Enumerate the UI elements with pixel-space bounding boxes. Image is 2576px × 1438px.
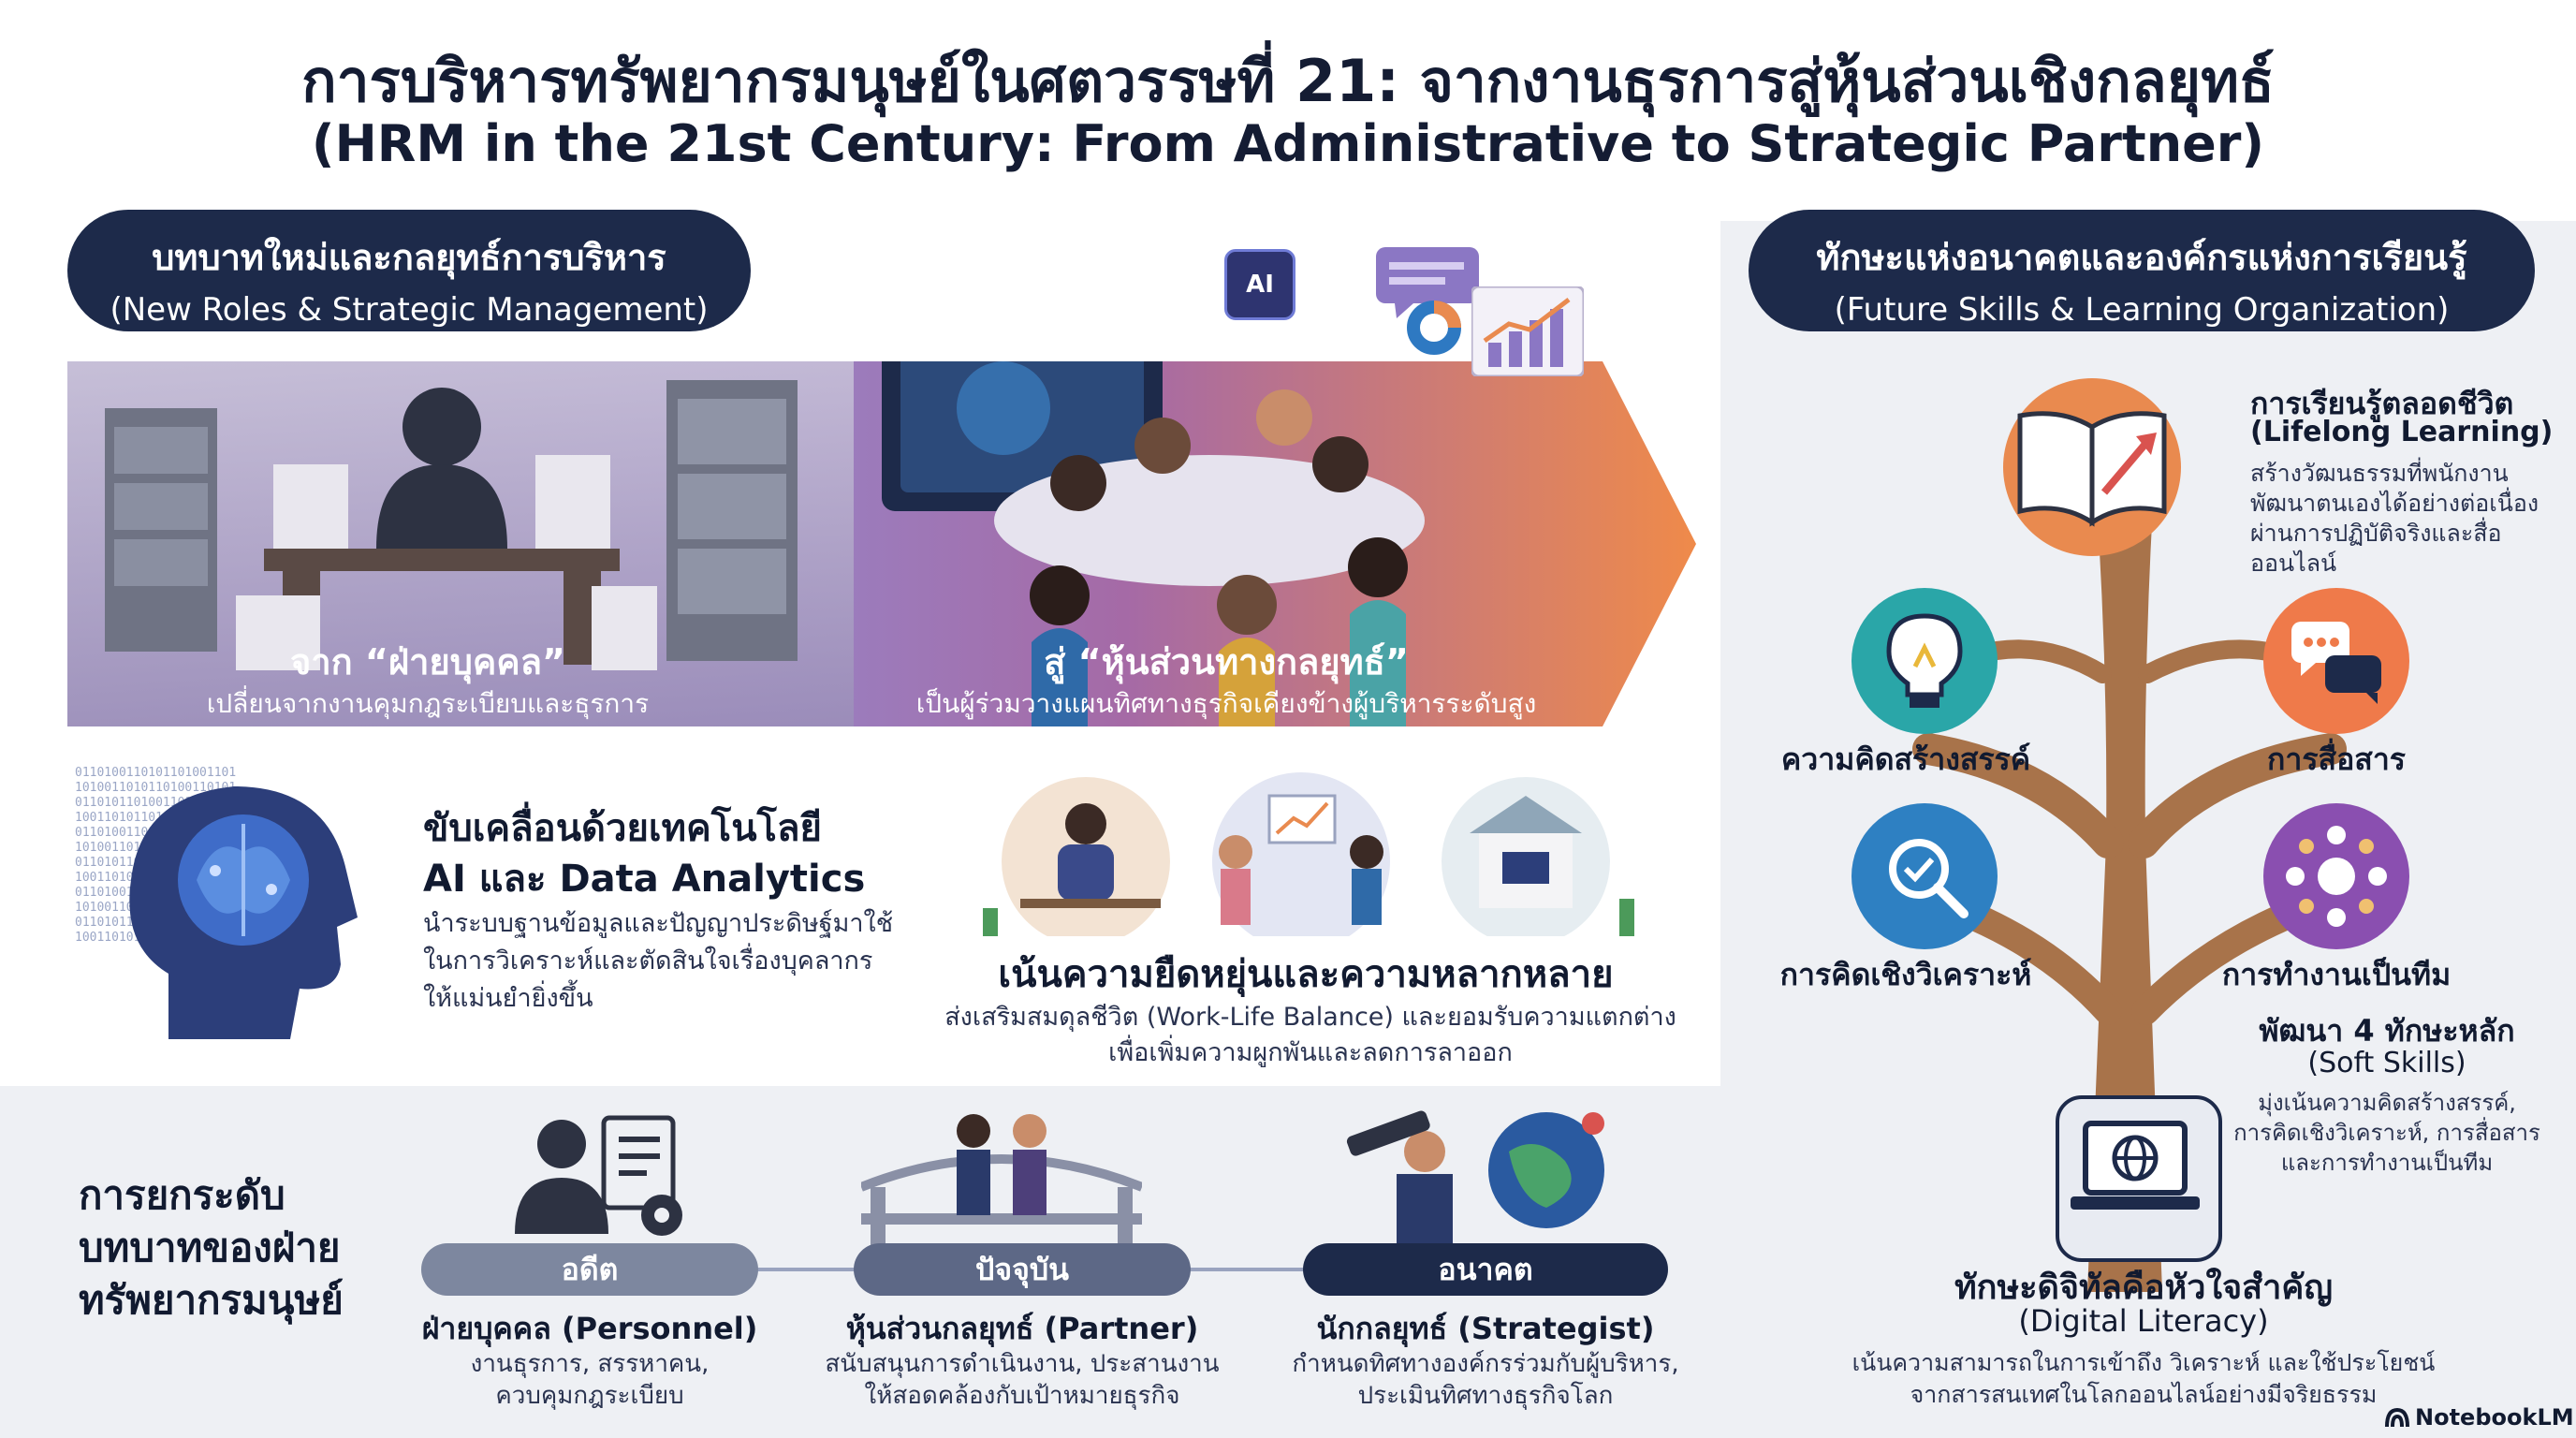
stage-present-name: หุ้นส่วนกลยุทธ์ (Partner) [845,1311,1199,1346]
lifelong-learning-title-th: การเรียนรู้ตลอดชีวิต [2250,386,2514,421]
stage-future-desc2: ประเมินทิศทางธุรกิจโลก [1357,1382,1614,1410]
strategist-telescope-globe-icon [1346,1110,1604,1249]
tech-title-line2: AI และ Data Analytics [423,858,866,901]
evolution-heading-line3: ทรัพยากรมนุษย์ [79,1277,344,1323]
stage-future-pill: อนาคต [1303,1243,1668,1296]
team-network-icon [2286,826,2387,927]
communication-label: การสื่อสาร [2267,741,2406,777]
future-skills-pill-title: ทักษะแห่งอนาคตและองค์กรแห่งการเรียนรู้ [1816,237,2467,278]
stage-future-desc1: กำหนดทิศทางองค์กรร่วมกับผู้บริหาร, [1292,1350,1679,1378]
new-roles-pill-subtitle: (New Roles & Strategic Management) [110,291,709,329]
evolution-heading-line1: การยกระดับ [79,1172,285,1218]
digital-literacy-desc-line2: จากสารสนเทศในโลกออนไลน์อย่างมีจริยธรรม [1910,1381,2378,1408]
evolution-heading-line2: บทบาทของฝ่าย [79,1225,341,1270]
stage-future-name: นักกลยุทธ์ (Strategist) [1316,1311,1655,1346]
tech-desc-line1: นำระบบฐานข้อมูลและปัญญาประดิษฐ์มาใช้ [423,909,894,938]
tech-desc-line3: ให้แม่นยำยิ่งขึ้น [423,984,593,1013]
laptop-globe-icon [2071,1121,2200,1210]
stage-present-label: ปัจจุบัน [975,1252,1069,1287]
digital-literacy-title-en: (Digital Literacy) [2018,1303,2269,1339]
flexibility-desc-line2: เพื่อเพิ่มความผูกพันและลดการลาออก [1108,1038,1513,1067]
digital-literacy-title-th: ทักษะดิจิทัลคือหัวใจสำคัญ [1954,1269,2334,1307]
donut-chart-icon [1407,301,1461,355]
soft-skills-desc-line3: และการทำงานเป็นทีม [2280,1150,2494,1176]
strategy-meeting-illustration [882,361,1425,726]
tech-title-line1: ขับเคลื่อนด้วยเทคโนโลยี [423,807,822,850]
flexibility-desc-line1: ส่งเสริมสมดุลชีวิต (Work-Life Balance) แ… [944,1003,1676,1032]
stage-past-name: ฝ่ายบุคคล (Personnel) [421,1311,758,1346]
lifelong-desc-line2: พัฒนาตนเองได้อย่างต่อเนื่อง [2250,490,2539,517]
tech-desc-line2: ในการวิเคราะห์และตัดสินใจเรื่องบุคลากร [423,946,873,976]
stage-past-label: อดีต [561,1252,619,1287]
notebooklm-brand-text: NotebookLM [2415,1404,2574,1431]
soft-skills-title-en: (Soft Skills) [2307,1047,2466,1079]
notebooklm-watermark: NotebookLM [2385,1404,2574,1432]
paperwork-office-illustration [105,380,798,670]
soft-skills-title-th: พัฒนา 4 ทักษะหลัก [2259,1013,2515,1049]
transformation-banner [67,361,1696,726]
creativity-label: ความคิดสร้างสรรค์ [1780,741,2031,777]
future-skills-pill-subtitle: (Future Skills & Learning Organization) [1834,291,2450,329]
lightbulb-icon [1886,613,1963,708]
ai-brain-head-icon [129,786,358,1039]
lifelong-desc-line3: ผ่านการปฏิบัติจริงและสื่อ [2250,520,2502,547]
from-personnel-desc: เปลี่ยนจากงานคุมกฎระเบียบและธุรการ [206,688,650,719]
new-roles-pill-title: บทบาทใหม่และกลยุทธ์การบริหาร [152,237,666,278]
ai-chip-icon: AI [1224,249,1295,320]
stage-past-desc1: งานธุรการ, สรรหาคน, [470,1350,710,1378]
growth-chart-icon [1471,286,1584,376]
new-roles-pill: บทบาทใหม่และกลยุทธ์การบริหาร (New Roles … [67,210,751,331]
page-subtitle: (HRM in the 21st Century: From Administr… [311,114,2265,173]
from-personnel-title: จาก “ฝ่ายบุคคล” [290,641,565,682]
lifelong-desc-line1: สร้างวัฒนธรรมที่พนักงาน [2250,460,2509,487]
lifelong-desc-line4: ออนไลน์ [2250,550,2337,577]
soft-skills-desc-line2: การคิดเชิงวิเคราะห์, การสื่อสาร [2233,1120,2540,1146]
teamwork-label: การทำงานเป็นทีม [2221,957,2452,992]
analytical-thinking-label: การคิดเชิงวิเคราะห์ [1779,957,2032,992]
future-skills-pill: ทักษะแห่งอนาคตและองค์กรแห่งการเรียนรู้ (… [1749,210,2535,331]
stage-past-pill: อดีต [421,1243,758,1296]
flexibility-diversity-title: เน้นความยืดหยุ่นและความหลากหลาย [998,953,1614,996]
open-book-icon [2017,411,2167,527]
stage-present-desc2: ให้สอดคล้องกับเป้าหมายธุรกิจ [864,1382,1180,1410]
analytical-thinking-node [1852,803,1998,949]
stage-present-desc1: สนับสนุนการดำเนินงาน, ประสานงาน [825,1350,1220,1378]
magnifier-gear-icon [1889,839,1969,918]
stage-present-pill: ปัจจุบัน [854,1243,1191,1296]
digital-literacy-desc-line1: เน้นความสามารถในการเข้าถึง วิเคราะห์ และ… [1852,1349,2436,1376]
chat-bubble-icon [1376,247,1479,318]
lifelong-learning-title-en: (Lifelong Learning) [2250,416,2554,448]
flexible-work-illustration [983,772,1634,936]
stage-future-label: อนาคต [1438,1252,1533,1287]
soft-skills-desc-line1: มุ่งเน้นความคิดสร้างสรรค์, [2258,1090,2516,1116]
bridge-handshake-icon [861,1114,1142,1253]
to-strategic-partner-title: สู่ “หุ้นส่วนทางกลยุทธ์” [1044,641,1409,682]
stage-past-desc2: ควบคุมกฎระเบียบ [495,1382,684,1410]
to-strategic-partner-desc: เป็นผู้ร่วมวางแผนทิศทางธุรกิจเคียงข้างผู… [915,688,1537,719]
page-title: การบริหารทรัพยากรมนุษย์ในศตวรรษที่ 21: จ… [301,47,2275,115]
personnel-manager-icon [515,1115,682,1236]
notebooklm-logo-icon [2385,1407,2409,1428]
speech-bubbles-icon [2291,622,2381,704]
